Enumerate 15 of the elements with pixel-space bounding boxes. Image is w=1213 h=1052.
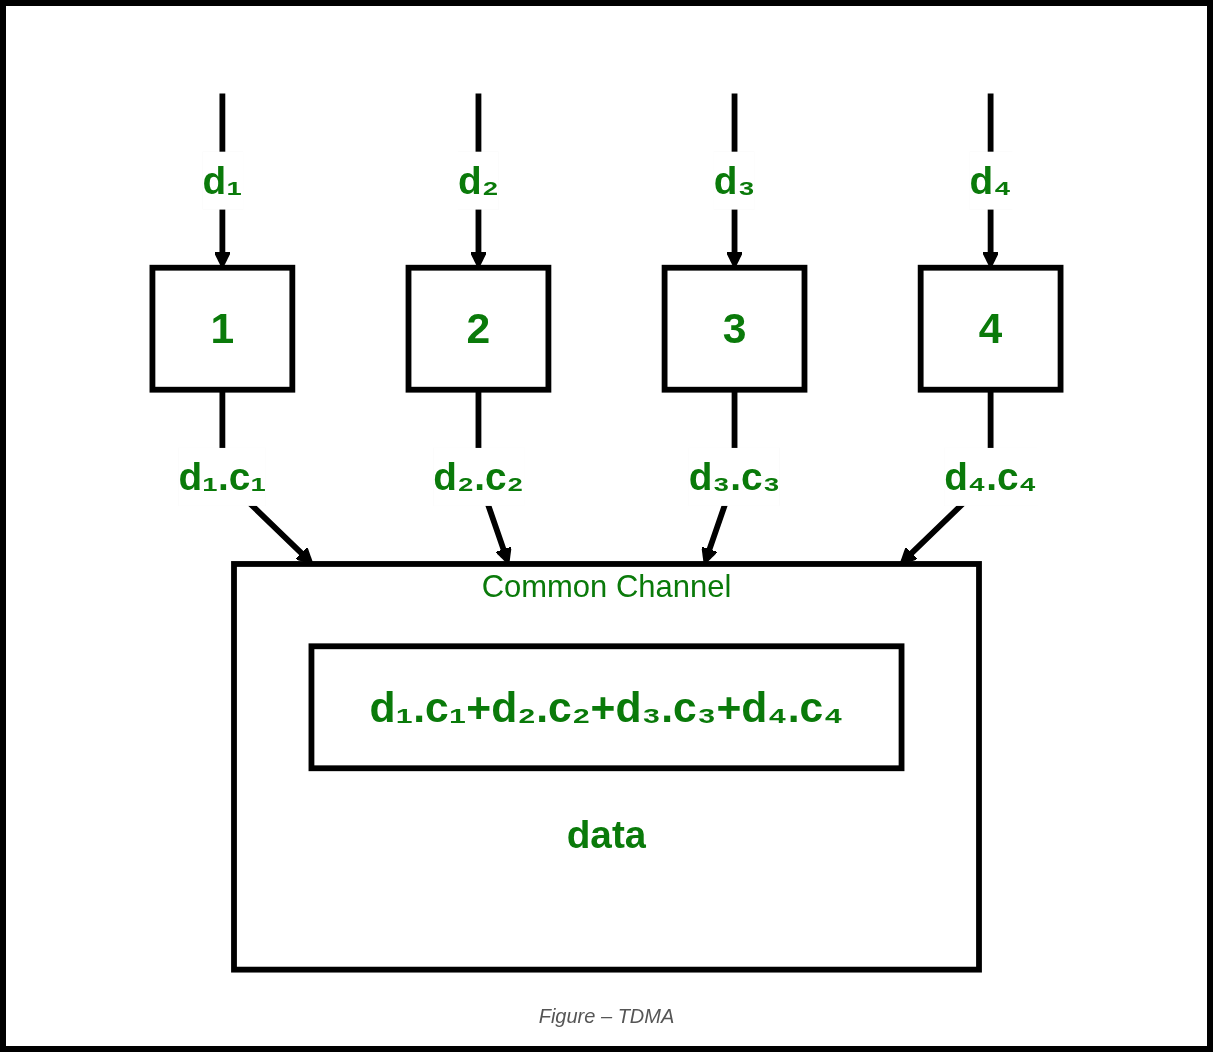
edge-label: d₂.c₂ xyxy=(433,455,524,499)
edge-label: d₁.c₁ xyxy=(178,455,267,499)
node-label: data xyxy=(566,812,647,856)
edge-label: d₃ xyxy=(713,159,756,202)
node-box: 1 xyxy=(149,264,296,393)
node-box: 3 xyxy=(661,264,808,393)
node-box: d₁.c₁+d₂.c₂+d₃.c₃+d₄.c₄ xyxy=(308,643,905,772)
edge-label: d₃.c₃ xyxy=(688,455,781,499)
node-box: 2 xyxy=(405,264,552,393)
edge-label: d₄ xyxy=(969,159,1012,202)
figure-caption: Figure – TDMA xyxy=(538,1005,675,1028)
node-box: 4 xyxy=(917,264,1064,393)
edge-label: d₁ xyxy=(202,159,243,202)
edge-label: d₄.c₄ xyxy=(944,455,1038,499)
edge-label: d₂ xyxy=(458,159,499,202)
